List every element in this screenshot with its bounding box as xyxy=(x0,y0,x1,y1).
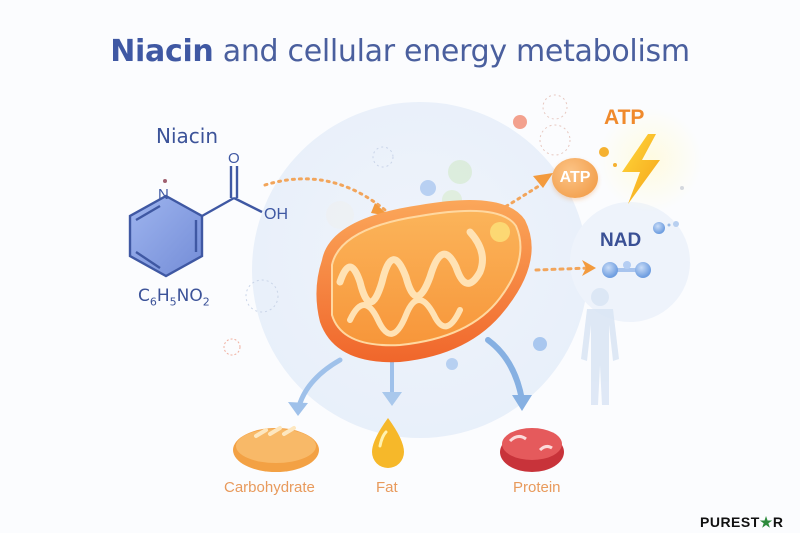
mitochondrion-icon xyxy=(316,200,532,363)
title-rest: and cellular energy metabolism xyxy=(213,34,690,69)
hydroxyl-group: OH xyxy=(264,206,288,223)
oxygen-atom: O xyxy=(228,150,240,167)
bread-icon xyxy=(233,426,319,472)
lightning-icon xyxy=(622,134,660,204)
nitrogen-atom: N xyxy=(158,186,169,203)
oil-drop-icon xyxy=(372,418,404,468)
page-title: Niacin and cellular energy metabolism xyxy=(0,34,800,69)
niacin-structure-icon xyxy=(128,166,263,278)
steak-icon xyxy=(500,428,564,472)
atp-label: ATP xyxy=(604,106,645,129)
food-label-fat: Fat xyxy=(376,479,398,496)
nad-molecule-icon xyxy=(602,221,679,278)
atp-ball: ATP xyxy=(552,158,598,198)
brand-logo: PUREST★R xyxy=(700,514,784,530)
niacin-label: Niacin xyxy=(156,124,219,148)
nad-label: NAD xyxy=(600,230,642,251)
chemical-formula: C6H5NO2 xyxy=(138,286,210,309)
food-label-protein: Protein xyxy=(513,479,561,496)
title-bold: Niacin xyxy=(110,34,214,69)
star-icon: ★ xyxy=(759,514,773,530)
food-label-carbohydrate: Carbohydrate xyxy=(224,479,315,496)
